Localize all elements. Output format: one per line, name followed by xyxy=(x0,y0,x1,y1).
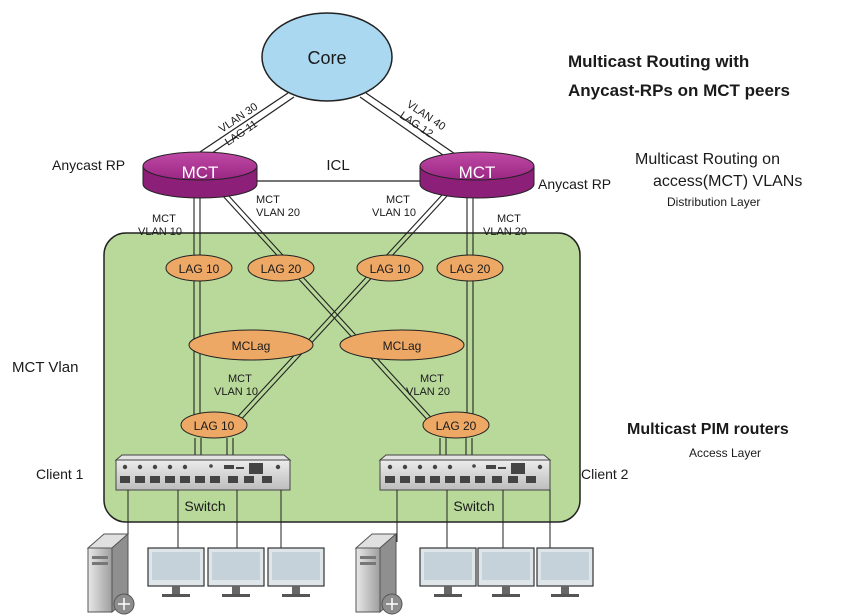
lag-oval-bottom-left: LAG 10 xyxy=(180,411,248,439)
switch-1-label: Switch xyxy=(184,498,225,514)
access-line2: Access Layer xyxy=(689,446,761,460)
switch-1 xyxy=(114,454,292,491)
mclag-oval-right: MCLag xyxy=(339,329,465,361)
monitor-icon xyxy=(477,547,535,597)
monitor-icon xyxy=(147,547,205,597)
dl-right-mct-b: MCT xyxy=(497,213,521,225)
lag-oval-top-4: LAG 20 xyxy=(436,254,504,282)
switch-2-label: Switch xyxy=(453,498,494,514)
mclag-oval-left: MCLag xyxy=(188,329,314,361)
monitor-icon xyxy=(536,547,594,597)
dl-right-vlan10: VLAN 10 xyxy=(372,207,416,219)
router-right: MCT xyxy=(419,151,535,199)
lag-oval-top-3: LAG 10 xyxy=(356,254,424,282)
distribution-line1: Multicast Routing on xyxy=(635,151,780,168)
svg-text:MCLag: MCLag xyxy=(383,339,422,353)
svg-text:LAG 10: LAG 10 xyxy=(370,262,411,276)
monitor-icon xyxy=(207,547,265,597)
monitor-icon xyxy=(267,547,325,597)
mid-left-mct: MCT xyxy=(228,373,252,385)
core-label: Core xyxy=(307,48,346,68)
switch-2 xyxy=(378,454,552,491)
access-line1: Multicast PIM routers xyxy=(627,421,789,438)
mid-right-mct: MCT xyxy=(420,373,444,385)
lag-oval-top-1: LAG 10 xyxy=(165,254,233,282)
host-cables xyxy=(127,490,551,548)
svg-text:MCLag: MCLag xyxy=(232,339,271,353)
server-1-icon xyxy=(86,532,135,615)
dl-right-mct-a: MCT xyxy=(386,194,410,206)
dl-left-vlan20: VLAN 20 xyxy=(256,207,300,219)
svg-text:LAG 20: LAG 20 xyxy=(436,419,477,433)
mid-left-vlan10: VLAN 10 xyxy=(214,386,258,398)
monitor-icon xyxy=(419,547,477,597)
distribution-line3: Distribution Layer xyxy=(667,195,760,209)
dl-left-mct-b: MCT xyxy=(256,194,280,206)
mct-downlinks xyxy=(193,194,474,455)
svg-text:LAG 10: LAG 10 xyxy=(194,419,235,433)
dl-left-mct-a: MCT xyxy=(152,213,176,225)
router-left: MCT xyxy=(142,151,258,199)
monitors xyxy=(147,547,594,597)
server-2-icon xyxy=(354,532,403,615)
svg-text:LAG 10: LAG 10 xyxy=(179,262,220,276)
svg-text:LAG 20: LAG 20 xyxy=(450,262,491,276)
svg-text:LAG 20: LAG 20 xyxy=(261,262,302,276)
title-line1: Multicast Routing with xyxy=(568,52,749,71)
client-2-label: Client 2 xyxy=(581,466,629,482)
core-node xyxy=(261,12,393,102)
router-left-label: MCT xyxy=(182,163,219,182)
router-right-role: Anycast RP xyxy=(538,176,611,192)
lag-oval-top-2: LAG 20 xyxy=(247,254,315,282)
client-1-label: Client 1 xyxy=(36,466,84,482)
icl-label: ICL xyxy=(326,157,349,174)
distribution-line2: access(MCT) VLANs xyxy=(653,173,802,190)
mct-vlan-label: MCT Vlan xyxy=(12,359,78,376)
lag-oval-bottom-right: LAG 20 xyxy=(422,411,490,439)
router-right-label: MCT xyxy=(459,163,496,182)
dl-left-vlan10: VLAN 10 xyxy=(138,226,182,238)
mct-vlan-zone xyxy=(103,232,581,523)
core-uplinks xyxy=(190,92,462,163)
title-line2: Anycast-RPs on MCT peers xyxy=(568,81,790,100)
router-left-role: Anycast RP xyxy=(52,157,125,173)
mid-right-vlan20: VLAN 20 xyxy=(406,386,450,398)
dl-right-vlan20: VLAN 20 xyxy=(483,226,527,238)
